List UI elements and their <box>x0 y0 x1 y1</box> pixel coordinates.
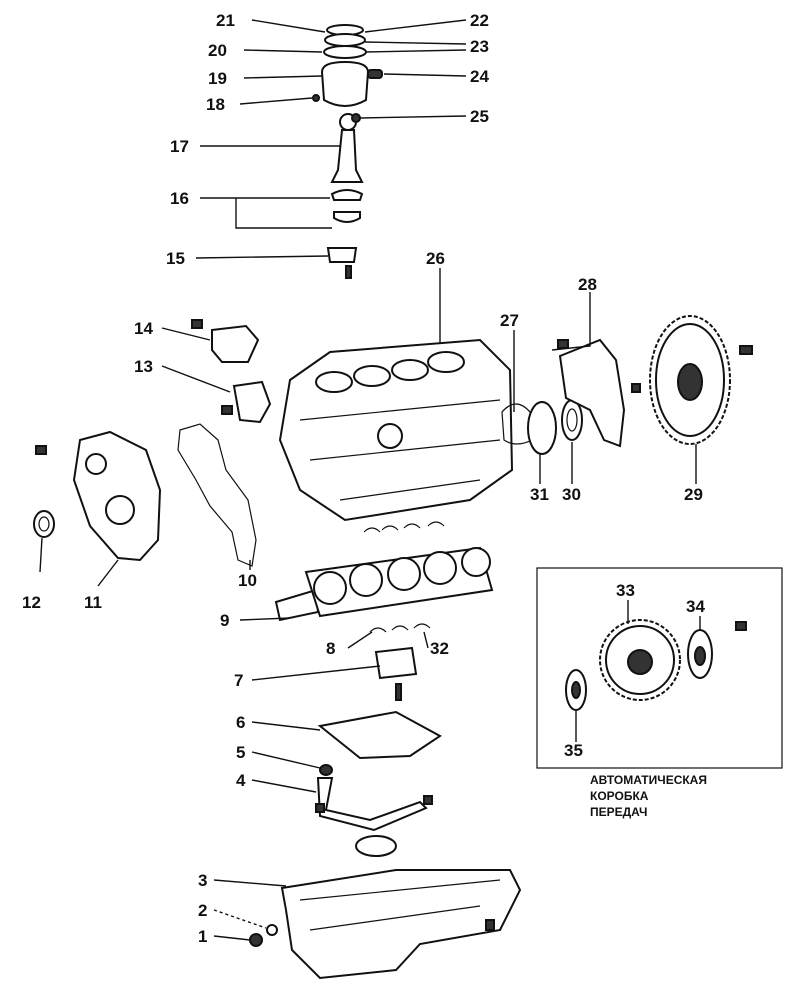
front-seal-icon <box>33 510 55 538</box>
flywheel-icon <box>649 315 753 445</box>
callout-19: 19 <box>208 69 227 88</box>
callout-26: 26 <box>426 249 445 268</box>
callout-27: 27 <box>500 311 519 330</box>
callout-2: 2 <box>198 901 207 920</box>
callout-20: 20 <box>208 41 227 60</box>
callout-33: 33 <box>616 581 635 600</box>
callout-23: 23 <box>470 37 489 56</box>
callout-31: 31 <box>530 485 549 504</box>
callout-8: 8 <box>326 639 335 658</box>
drive-plate-icon <box>599 619 681 701</box>
main-cap-icon <box>374 646 418 701</box>
oil-strainer-icon <box>315 764 433 857</box>
inset-caption-line-3: ПЕРЕДАЧ <box>590 805 647 819</box>
callout-17: 17 <box>170 137 189 156</box>
oil-baffle-icon <box>317 710 442 760</box>
callout-6: 6 <box>236 713 245 732</box>
callout-labels: 21 22 20 23 19 24 18 25 17 16 15 26 28 2… <box>22 11 705 946</box>
callout-4: 4 <box>236 771 246 790</box>
piston-icon <box>312 24 383 107</box>
callout-24: 24 <box>470 67 489 86</box>
spacer-plate-icon <box>565 669 587 711</box>
callout-15: 15 <box>166 249 185 268</box>
callout-21: 21 <box>216 11 235 30</box>
oil-pump-icon <box>35 430 162 562</box>
rear-plate-icon <box>557 338 641 448</box>
callout-13: 13 <box>134 357 153 376</box>
inset-caption-line-1: АВТОМАТИЧЕСКАЯ <box>590 773 707 787</box>
callout-3: 3 <box>198 871 207 890</box>
main-bearing-upper-icon <box>363 521 445 533</box>
callout-10: 10 <box>238 571 257 590</box>
callout-5: 5 <box>236 743 245 762</box>
callout-11: 11 <box>84 593 102 612</box>
cylinder-block-icon <box>278 338 514 522</box>
connecting-rod-icon <box>330 113 364 223</box>
thermostat-housing-icon <box>191 319 272 424</box>
callout-12: 12 <box>22 593 41 612</box>
oil-pan-icon <box>249 869 522 980</box>
bearing-shells-icon <box>369 623 431 633</box>
callout-28: 28 <box>578 275 597 294</box>
callout-16: 16 <box>170 189 189 208</box>
timing-cover-gasket-icon <box>177 423 257 567</box>
callout-9: 9 <box>220 611 229 630</box>
callout-7: 7 <box>234 671 243 690</box>
callout-29: 29 <box>684 485 703 504</box>
automatic-transmission-inset: АВТОМАТИЧЕСКАЯ КОРОБКА ПЕРЕДАЧ <box>536 567 783 819</box>
callout-22: 22 <box>470 11 489 30</box>
rod-cap-icon <box>326 247 358 279</box>
callout-1: 1 <box>198 927 207 946</box>
callout-30: 30 <box>562 485 581 504</box>
callout-35: 35 <box>564 741 583 760</box>
inset-caption-line-2: КОРОБКА <box>590 789 649 803</box>
callout-14: 14 <box>134 319 153 338</box>
callout-25: 25 <box>470 107 489 126</box>
leader-lines <box>39 19 701 941</box>
callout-18: 18 <box>206 95 225 114</box>
adapter-plate-icon <box>687 621 747 679</box>
callout-32: 32 <box>430 639 449 658</box>
callout-34: 34 <box>686 597 705 616</box>
crankshaft-icon <box>274 546 494 622</box>
